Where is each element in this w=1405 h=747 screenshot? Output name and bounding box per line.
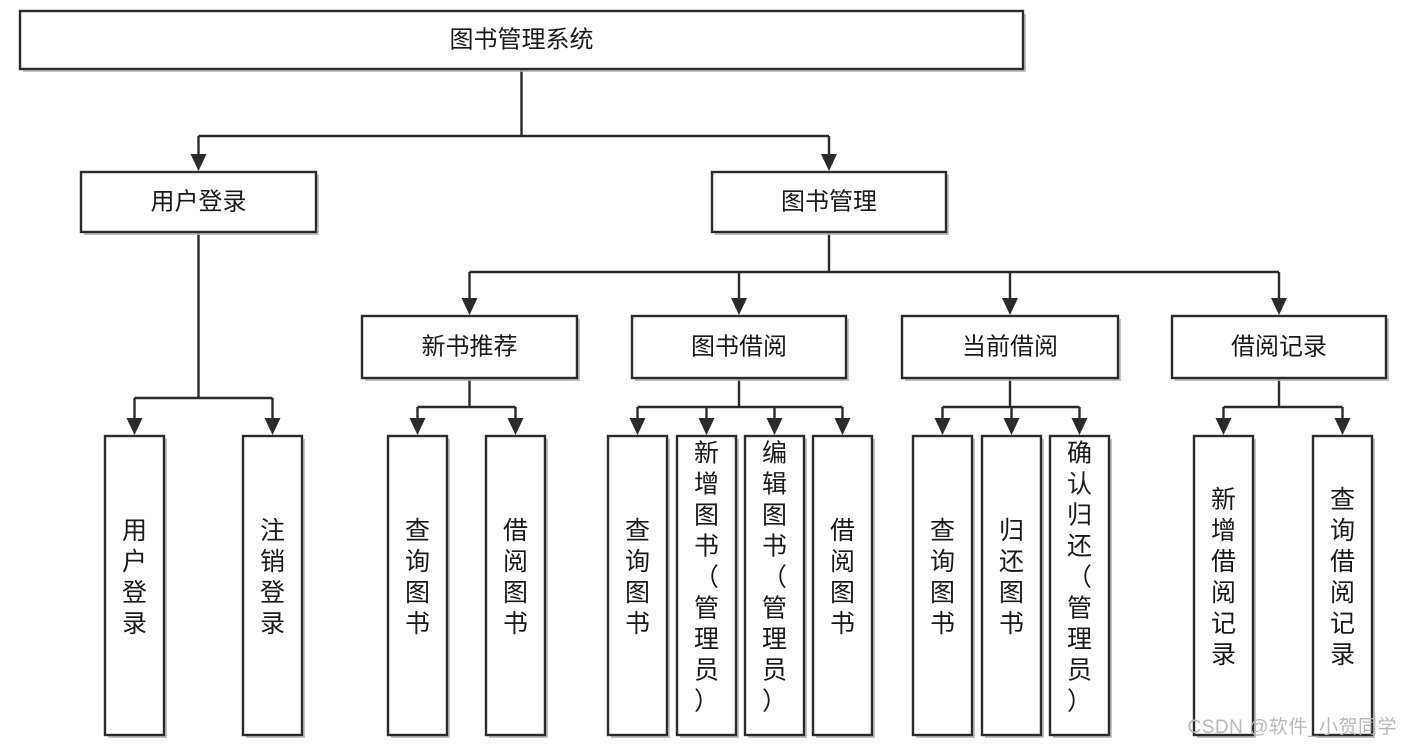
arrow-head-icon: [731, 298, 747, 315]
node-level2-user-login[interactable]: 用户登录: [79, 170, 319, 235]
arrow-head-icon: [126, 418, 143, 435]
node-label: 新增借阅记录: [1211, 486, 1236, 669]
node-rect[interactable]: [103, 434, 166, 737]
node-rect[interactable]: [911, 434, 974, 737]
arrow-head-icon: [264, 418, 281, 435]
node-leaf-leaf-add-book[interactable]: 新增图书（管理员）: [675, 434, 739, 738]
node-leaf-leaf-edit-book[interactable]: 编辑图书（管理员）: [743, 434, 807, 738]
arrow-head-icon: [409, 418, 426, 435]
node-label: 注销登录: [260, 517, 285, 638]
node-label: 用户登录: [122, 517, 147, 638]
arrow-head-icon: [1215, 418, 1232, 435]
arrow-head-icon: [1334, 418, 1351, 435]
node-label: 借阅图书: [830, 517, 855, 638]
node-rect[interactable]: [743, 434, 806, 737]
connector-layer: [126, 69, 1351, 435]
node-rect[interactable]: [980, 434, 1043, 737]
node-level3-book-borrow[interactable]: 图书借阅: [630, 314, 849, 381]
node-rect[interactable]: [900, 314, 1120, 380]
node-rect[interactable]: [811, 434, 874, 737]
arrow-head-icon: [766, 418, 783, 435]
arrow-head-icon: [821, 154, 837, 171]
node-label: 确认归还（管理员）: [1067, 440, 1092, 716]
node-rect[interactable]: [360, 314, 579, 380]
node-rect[interactable]: [710, 170, 948, 234]
node-rect[interactable]: [675, 434, 738, 737]
node-label: 图书借阅: [691, 333, 787, 360]
node-label: 查询图书: [930, 517, 955, 638]
node-rect[interactable]: [484, 434, 547, 737]
node-rect[interactable]: [1192, 434, 1255, 737]
watermark-label: CSDN @软件_小贺同学: [1187, 717, 1397, 738]
arrow-head-icon: [507, 418, 524, 435]
node-level3-borrow-record[interactable]: 借阅记录: [1170, 314, 1389, 381]
arrow-head-icon: [934, 418, 951, 435]
node-label: 借阅记录: [1231, 333, 1327, 360]
node-leaf-leaf-add-record[interactable]: 新增借阅记录: [1192, 434, 1256, 738]
arrow-head-icon: [1003, 418, 1020, 435]
arrow-head-icon: [1071, 418, 1088, 435]
node-label: 查询图书: [625, 517, 650, 638]
node-leaf-leaf-query-book-1[interactable]: 查询图书: [386, 434, 450, 738]
node-label: 归还图书: [999, 517, 1024, 638]
node-level3-new-book-recommend[interactable]: 新书推荐: [360, 314, 580, 381]
node-rect[interactable]: [386, 434, 449, 737]
node-label: 当前借阅: [962, 333, 1058, 360]
arrow-head-icon: [629, 418, 646, 435]
node-label: 新书推荐: [422, 333, 518, 360]
node-root-root[interactable]: 图书管理系统: [18, 9, 1026, 72]
node-label: 新增图书（管理员）: [694, 440, 719, 716]
node-rect[interactable]: [1048, 434, 1111, 737]
node-leaf-leaf-borrow-book-1[interactable]: 借阅图书: [484, 434, 548, 738]
node-rect[interactable]: [79, 170, 318, 234]
arrow-head-icon: [190, 154, 207, 171]
node-rect[interactable]: [1311, 434, 1374, 737]
node-rect[interactable]: [241, 434, 304, 737]
node-level3-current-borrow[interactable]: 当前借阅: [900, 314, 1121, 381]
node-rect[interactable]: [606, 434, 669, 737]
arrow-head-icon: [1271, 298, 1287, 315]
node-leaf-leaf-return-book[interactable]: 归还图书: [980, 434, 1044, 738]
arrow-head-icon: [1002, 298, 1018, 315]
node-label: 图书管理系统: [450, 26, 594, 53]
node-label: 查询图书: [405, 517, 430, 638]
node-label: 借阅图书: [503, 517, 528, 638]
node-layer: 图书管理系统用户登录图书管理新书推荐图书借阅当前借阅借阅记录用户登录注销登录查询…: [18, 9, 1389, 738]
node-leaf-leaf-query-book-2[interactable]: 查询图书: [606, 434, 670, 738]
node-label: 编辑图书（管理员）: [762, 440, 787, 716]
node-leaf-leaf-query-book-3[interactable]: 查询图书: [911, 434, 975, 738]
node-leaf-leaf-user-logout[interactable]: 注销登录: [241, 434, 305, 738]
node-leaf-leaf-borrow-book-2[interactable]: 借阅图书: [811, 434, 875, 738]
node-leaf-leaf-confirm-return[interactable]: 确认归还（管理员）: [1048, 434, 1112, 738]
node-rect[interactable]: [1170, 314, 1388, 380]
node-level2-book-manage[interactable]: 图书管理: [710, 170, 949, 235]
node-label: 用户登录: [151, 188, 247, 215]
node-leaf-leaf-user-login[interactable]: 用户登录: [103, 434, 167, 738]
arrow-head-icon: [461, 298, 478, 315]
node-rect[interactable]: [630, 314, 848, 380]
node-leaf-leaf-query-record[interactable]: 查询借阅记录: [1311, 434, 1375, 738]
arrow-head-icon: [834, 418, 851, 435]
node-rect[interactable]: [18, 9, 1025, 71]
node-label: 图书管理: [781, 188, 877, 215]
arrow-head-icon: [698, 418, 715, 435]
node-label: 查询借阅记录: [1330, 486, 1355, 669]
